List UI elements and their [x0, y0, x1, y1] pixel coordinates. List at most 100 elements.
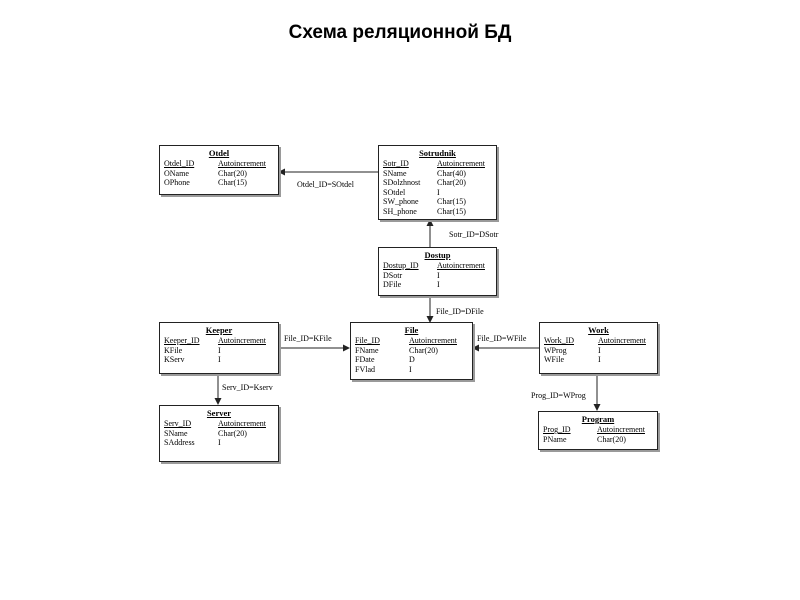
relation-label-sotrudnik-dostup: Sotr_ID=DSotr: [449, 230, 499, 240]
field-row: Dostup_ID Autoincrement: [383, 261, 492, 271]
field-row: SH_phone Char(15): [383, 207, 492, 217]
table-otdel: Otdel Otdel_ID Autoincrement OName Char(20…: [159, 145, 279, 195]
field-type: Autoincrement: [598, 336, 646, 345]
field-type: Char(20): [218, 428, 247, 438]
relation-label-file-work: File_ID=WFile: [477, 334, 527, 344]
field-type: D: [409, 355, 415, 364]
field-type: I: [437, 280, 440, 289]
field-name: SH_phone: [383, 206, 417, 216]
field-row: KFile I: [164, 346, 274, 356]
table-name: Server: [206, 408, 232, 418]
table-name: File: [404, 325, 419, 335]
field-name: OPhone: [164, 178, 190, 187]
field-row: Sotr_ID Autoincrement: [383, 159, 492, 169]
field-type: I: [598, 355, 601, 364]
field-name: Otdel_ID: [164, 159, 195, 168]
field-name: OName: [164, 168, 189, 178]
field-name: Sotr_ID: [383, 159, 409, 168]
field-type: I: [218, 438, 221, 447]
field-type: I: [598, 345, 601, 355]
field-row: KServ I: [164, 355, 274, 365]
field-type: I: [218, 355, 221, 364]
field-row: Otdel_ID Autoincrement: [164, 159, 274, 169]
field-name: DFile: [383, 280, 402, 289]
field-type: Autoincrement: [218, 336, 266, 345]
field-name: Prog_ID: [543, 425, 571, 434]
field-type: Char(15): [218, 178, 247, 187]
page-title: Схема реляционной БД: [288, 22, 512, 43]
table-name: Dostup: [424, 250, 451, 260]
relation-label-program-work: Prog_ID=WProg: [531, 391, 586, 401]
field-name: PName: [543, 434, 567, 444]
field-type: Autoincrement: [218, 159, 266, 168]
field-type: I: [218, 345, 221, 355]
field-row: FDate D: [355, 355, 468, 365]
field-row: SW_phone Char(15): [383, 197, 492, 207]
field-row: FName Char(20): [355, 346, 468, 356]
field-type: Char(20): [597, 434, 626, 444]
field-name: DSotr: [383, 270, 403, 280]
field-name: FDate: [355, 355, 375, 364]
field-row: SName Char(20): [164, 429, 274, 439]
field-type: Autoincrement: [597, 425, 645, 434]
field-name: File_ID: [355, 336, 380, 345]
relation-label-server-keeper: Serv_ID=Kserv: [222, 383, 273, 393]
relation-label-file-dostup: File_ID=DFile: [436, 307, 484, 317]
field-type: I: [437, 187, 440, 197]
field-name: FName: [355, 345, 379, 355]
field-type: Autoincrement: [218, 419, 266, 428]
field-row: Prog_ID Autoincrement: [543, 425, 653, 435]
field-name: WProg: [544, 345, 567, 355]
table-name: Otdel: [208, 148, 230, 158]
field-row: OName Char(20): [164, 169, 274, 179]
field-type: Autoincrement: [409, 336, 457, 345]
field-row: WFile I: [544, 355, 653, 365]
field-row: Keeper_ID Autoincrement: [164, 336, 274, 346]
field-name: Dostup_ID: [383, 261, 419, 270]
table-name: Keeper: [205, 325, 233, 335]
field-type: Char(40): [437, 168, 466, 178]
field-name: SDolzhnost: [383, 178, 421, 187]
table-server: Server Serv_ID Autoincrement SName Char(20…: [159, 405, 279, 462]
field-row: SDolzhnost Char(20): [383, 178, 492, 188]
field-row: OPhone Char(15): [164, 178, 274, 188]
field-name: Keeper_ID: [164, 336, 200, 345]
field-type: Char(15): [437, 197, 466, 206]
field-row: WProg I: [544, 346, 653, 356]
field-row: DFile I: [383, 280, 492, 290]
field-type: Char(15): [437, 206, 466, 216]
field-row: File_ID Autoincrement: [355, 336, 468, 346]
field-row: Serv_ID Autoincrement: [164, 419, 274, 429]
field-type: Autoincrement: [437, 159, 485, 168]
field-name: SName: [164, 428, 188, 438]
field-name: SAddress: [164, 438, 195, 447]
table-name: Program: [581, 414, 615, 424]
field-row: SAddress I: [164, 438, 274, 448]
field-name: Work_ID: [544, 336, 575, 345]
field-type: Char(20): [409, 345, 438, 355]
field-type: Char(20): [437, 178, 466, 187]
field-type: Autoincrement: [437, 261, 485, 270]
field-name: WFile: [544, 355, 564, 364]
field-row: DSotr I: [383, 271, 492, 281]
field-name: Serv_ID: [164, 419, 192, 428]
table-name: Sotrudnik: [419, 148, 456, 158]
field-name: SW_phone: [383, 197, 419, 206]
field-name: KFile: [164, 345, 183, 355]
field-row: PName Char(20): [543, 435, 653, 445]
field-type: Char(20): [218, 168, 247, 178]
field-row: FVlad I: [355, 365, 468, 375]
table-program: Program Prog_ID Autoincrement PName Char(2…: [538, 411, 658, 450]
field-type: I: [437, 270, 440, 280]
field-name: FVlad: [355, 364, 375, 374]
field-row: SName Char(40): [383, 169, 492, 179]
field-name: KServ: [164, 355, 185, 364]
field-name: SName: [383, 168, 407, 178]
field-type: I: [409, 364, 412, 374]
